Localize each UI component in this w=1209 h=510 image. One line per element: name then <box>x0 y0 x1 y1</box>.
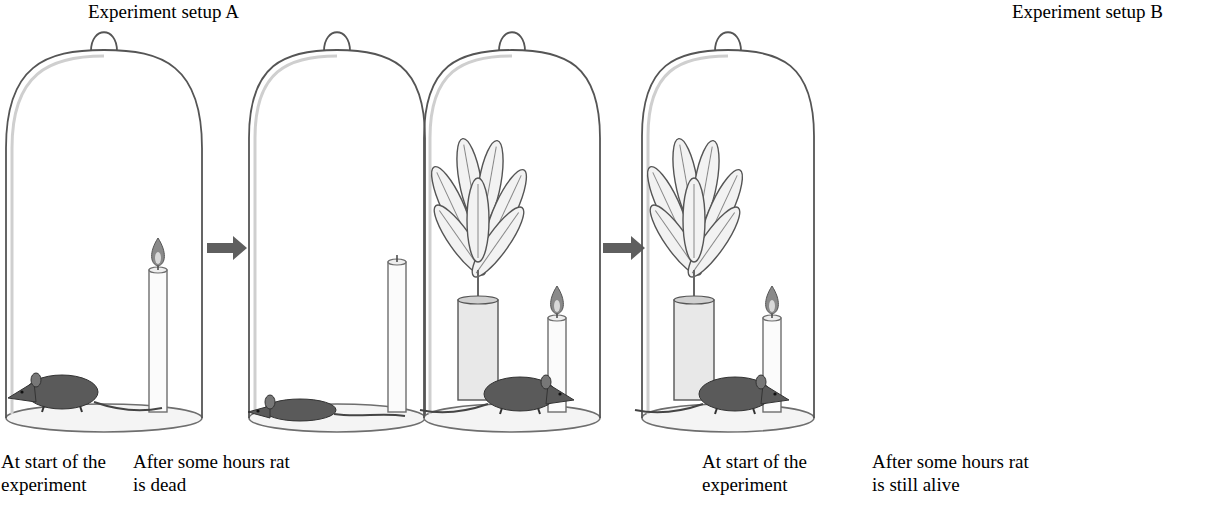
jar-base <box>6 404 202 432</box>
rat-tail <box>334 414 405 416</box>
flame-core <box>155 252 161 264</box>
rat-eye <box>773 392 776 395</box>
rat <box>420 375 574 414</box>
stage-caption: At start of the experiment <box>1 450 129 496</box>
rat <box>8 373 162 412</box>
rat-ear <box>541 375 551 389</box>
bell-jar <box>642 50 814 418</box>
jar-shine <box>12 56 104 414</box>
leaf <box>467 178 489 262</box>
candle-flame <box>152 238 165 266</box>
rat-ear <box>31 373 41 387</box>
bell-jar <box>249 50 425 418</box>
jar-knob <box>324 32 350 51</box>
setup-heading: Experiment setup A <box>88 0 308 23</box>
rat-tail <box>420 404 488 412</box>
jar-knob <box>499 32 525 51</box>
pot-rim <box>674 296 714 304</box>
flame-core <box>769 300 775 312</box>
stage-caption: At start of the experiment <box>702 450 852 496</box>
process-arrow <box>603 236 645 260</box>
rat-leg <box>753 408 755 414</box>
rat-ear <box>756 375 766 389</box>
rat-head <box>546 384 574 404</box>
stage-caption: After some hours rat is still alive <box>872 450 1037 496</box>
rat-tail <box>635 404 703 412</box>
leaf-vein <box>694 184 695 258</box>
bell-jar <box>6 50 202 418</box>
pot-rim <box>458 296 498 304</box>
jar-knob <box>91 32 117 51</box>
candle-flame <box>766 286 779 314</box>
stage-caption: After some hours rat is dead <box>133 450 303 496</box>
process-arrow <box>207 236 247 260</box>
candle <box>149 270 167 412</box>
rat-eye <box>558 392 561 395</box>
leaf <box>683 178 705 262</box>
rat-leg <box>500 408 502 414</box>
rat-leg <box>80 406 82 412</box>
candle <box>388 262 406 412</box>
rat-leg <box>42 406 44 412</box>
rat-ear <box>265 395 275 409</box>
rat-tail <box>94 402 162 410</box>
rat-eye <box>20 390 23 393</box>
flame-core <box>554 300 560 312</box>
candle-flame <box>551 286 564 314</box>
leaf-vein <box>478 184 479 258</box>
rat-eye <box>256 409 259 412</box>
rat-head <box>761 384 789 404</box>
rat-head <box>8 382 36 402</box>
rat <box>635 375 789 414</box>
jar-shine <box>255 56 337 414</box>
bell-jar <box>424 50 600 418</box>
rat <box>248 395 405 421</box>
rat-leg <box>538 408 540 414</box>
setup-heading: Experiment setup B <box>1012 0 1206 23</box>
candle-wick <box>396 255 398 262</box>
jar-knob <box>715 32 741 51</box>
rat-leg <box>715 408 717 414</box>
